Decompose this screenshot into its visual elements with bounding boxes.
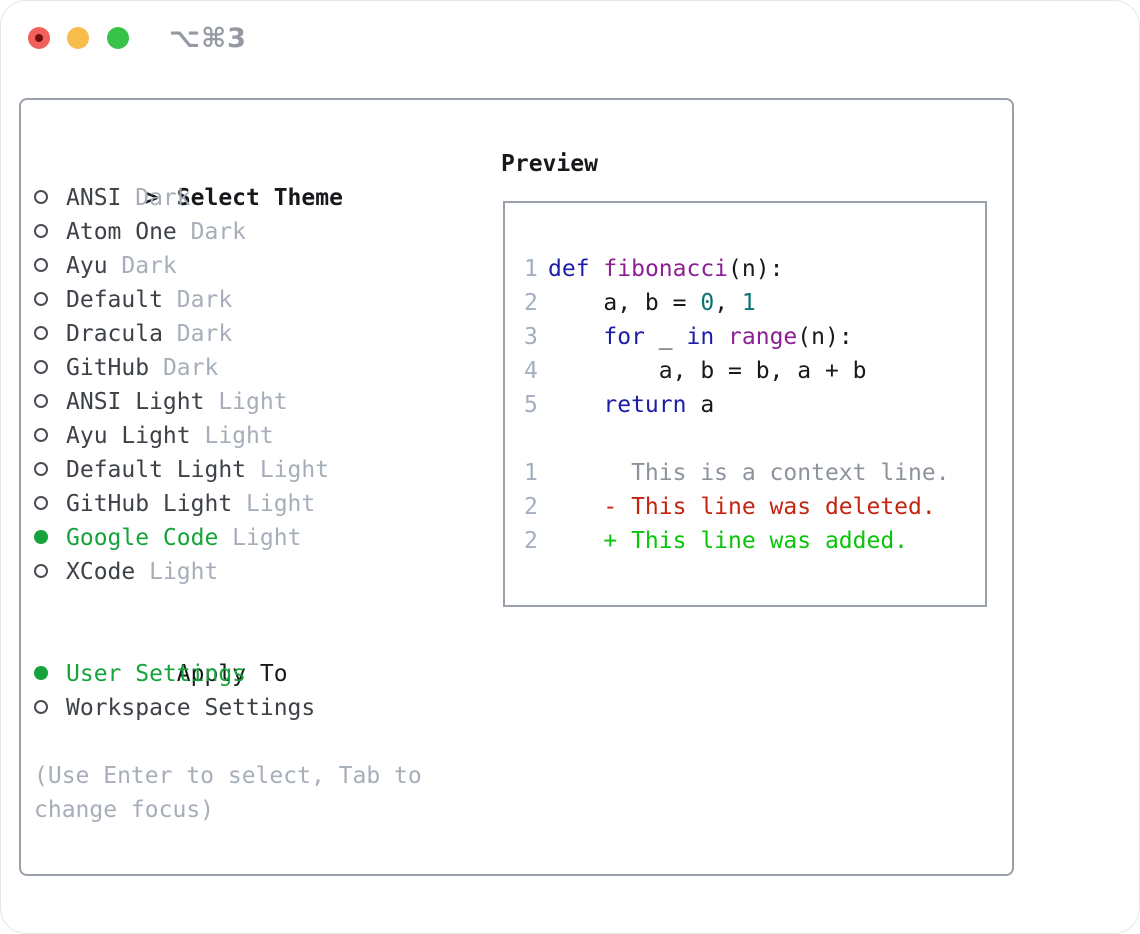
radio-icon <box>34 223 48 238</box>
theme-variant-label: Dark <box>121 185 191 211</box>
theme-option[interactable]: GitHub Dark <box>34 351 422 385</box>
theme-name-label: Ayu Light <box>66 423 191 449</box>
radio-icon <box>34 325 48 340</box>
line-number: 4 <box>524 358 538 384</box>
radio-icon <box>34 393 48 408</box>
window-title: ⌥⌘3 <box>169 23 247 54</box>
theme-option[interactable]: ANSI Light Light <box>34 385 422 419</box>
code-line: 2 a, b = 0, 1 <box>524 286 985 320</box>
apply-to-label: User Settings <box>66 661 247 687</box>
select-theme-header: > Select Theme <box>34 147 422 211</box>
theme-option[interactable]: Atom One Dark <box>34 215 422 249</box>
theme-name-label: ANSI <box>66 185 122 211</box>
line-number: 2 <box>524 494 538 520</box>
radio-icon <box>34 495 48 510</box>
theme-name-label: Default Light <box>66 457 247 483</box>
code-line: 4 a, b = b, a + b <box>524 354 985 388</box>
theme-variant-label: Dark <box>162 321 233 347</box>
apply-to-option[interactable]: User Settings <box>34 657 422 691</box>
radio-icon <box>34 699 48 714</box>
line-number: 1 <box>524 256 538 282</box>
theme-variant-label: Dark <box>162 287 233 313</box>
zoom-button[interactable] <box>107 27 129 49</box>
code-line: 3 for _ in range(n): <box>524 320 985 354</box>
apply-to-header: Apply To <box>34 623 422 687</box>
spacer <box>524 422 985 456</box>
theme-option[interactable]: Default Light Light <box>34 453 422 487</box>
close-dot-icon <box>35 34 43 42</box>
radio-icon <box>34 563 48 578</box>
radio-selected-icon <box>34 529 48 544</box>
code-line: 5 return a <box>524 388 985 422</box>
theme-name-label: Ayu <box>66 253 108 279</box>
radio-icon <box>34 461 48 476</box>
apply-to-label: Workspace Settings <box>66 695 316 721</box>
theme-name-label: XCode <box>66 559 136 585</box>
preview-header: Preview <box>501 151 598 177</box>
theme-name-label: GitHub <box>66 355 150 381</box>
hint-line-1: (Use Enter to select, Tab to <box>34 763 422 789</box>
theme-option[interactable]: Ayu Light Light <box>34 419 422 453</box>
theme-option[interactable]: Google Code Light <box>34 521 422 555</box>
diff-line-context: 1 This is a context line. <box>524 456 985 490</box>
theme-name-label: Atom One <box>66 219 177 245</box>
apply-to-option[interactable]: Workspace Settings <box>34 691 422 725</box>
theme-variant-label: Dark <box>107 253 177 279</box>
theme-option[interactable]: XCode Light <box>34 555 422 589</box>
theme-name-label: ANSI Light <box>66 389 205 415</box>
theme-variant-label: Dark <box>176 219 247 245</box>
radio-icon <box>34 359 48 374</box>
close-button[interactable] <box>28 27 50 49</box>
radio-icon <box>34 427 48 442</box>
spacer <box>34 725 422 759</box>
diff-line-deleted: 2 - This line was deleted. <box>524 490 985 524</box>
radio-icon <box>34 291 48 306</box>
theme-name-label: Default <box>66 287 163 313</box>
theme-name-label: Dracula <box>66 321 163 347</box>
line-number: 2 <box>524 528 538 554</box>
selection-prompt: > <box>144 185 159 211</box>
theme-variant-label: Light <box>190 423 274 449</box>
line-number: 1 <box>524 460 538 486</box>
theme-option[interactable]: Default Dark <box>34 283 422 317</box>
diff-line-added: 2 + This line was added. <box>524 524 985 558</box>
theme-name-label: GitHub Light <box>66 491 233 517</box>
theme-name-label: Google Code <box>66 525 219 551</box>
theme-option[interactable]: Dracula Dark <box>34 317 422 351</box>
hint-line-2: change focus) <box>34 797 215 823</box>
theme-variant-label: Light <box>135 559 219 585</box>
theme-option[interactable]: ANSI Dark <box>34 181 422 215</box>
theme-variant-label: Light <box>246 457 330 483</box>
radio-icon <box>34 257 48 272</box>
radio-selected-icon <box>34 665 48 680</box>
radio-icon <box>34 189 48 204</box>
line-number: 2 <box>524 290 538 316</box>
spacer <box>34 589 422 623</box>
theme-variant-label: Dark <box>149 355 219 381</box>
theme-option[interactable]: Ayu Dark <box>34 249 422 283</box>
theme-variant-label: Light <box>232 491 316 517</box>
theme-variant-label: Light <box>218 525 302 551</box>
line-number: 3 <box>524 324 538 350</box>
line-number: 5 <box>524 392 538 418</box>
apply-to-title: Apply To <box>176 661 288 687</box>
minimize-button[interactable] <box>67 27 89 49</box>
theme-variant-label: Light <box>204 389 288 415</box>
select-theme-title: Select Theme <box>176 185 343 211</box>
theme-option[interactable]: GitHub Light Light <box>34 487 422 521</box>
